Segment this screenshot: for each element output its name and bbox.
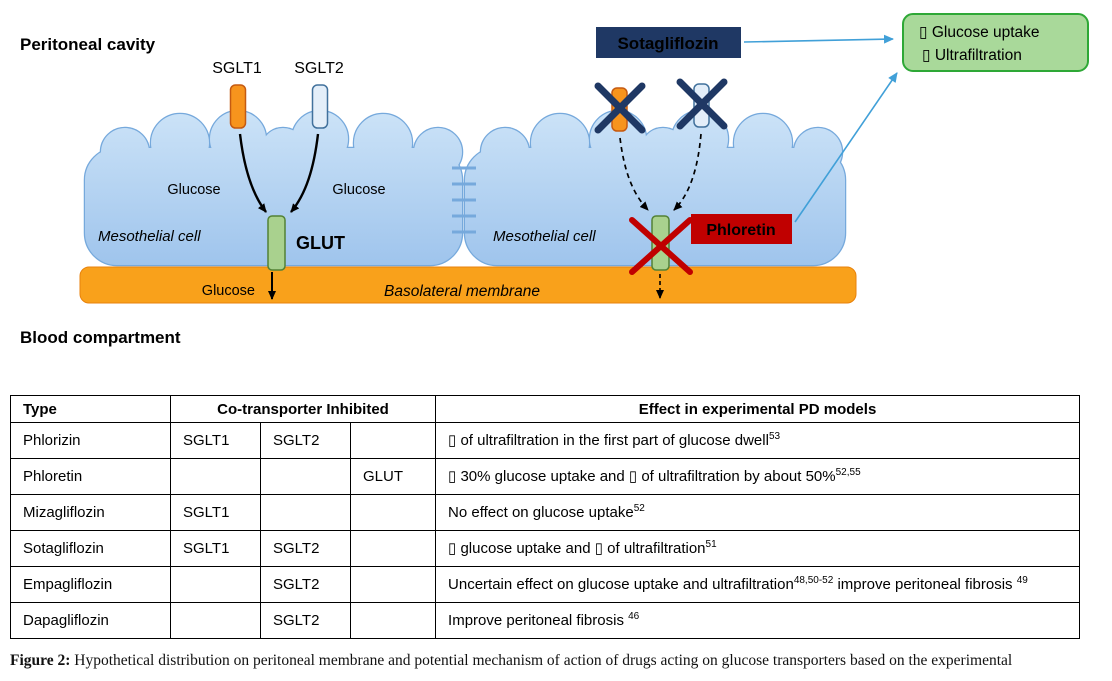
sglt2-transporter-icon [311,84,329,129]
glucose-label-right: Glucose [332,182,385,198]
sglt1-cell [170,566,261,603]
effect-cell: ▯ glucose uptake and ▯ of ultrafiltratio… [435,530,1080,567]
table-row: Empagliflozin SGLT2 Uncertain effect on gl… [10,566,1080,603]
glucose-flow-arrow-left [238,133,267,213]
outcome-line-ultrafiltration: ▯ Ultrafiltration [922,47,1022,64]
sglt2-label: SGLT2 [294,60,344,77]
sglt1-cell: SGLT1 [170,494,261,531]
glut-cell: GLUT [349,458,437,495]
caption-prefix: Figure 2: [10,652,71,669]
glucose-flow-arrow-right [290,133,320,213]
blocked-flow-arrow-left [619,137,649,211]
outcome-line-glucose-uptake: ▯ Glucose uptake [919,24,1040,41]
glut-cell [349,422,437,459]
effect-cell: ▯ 30% glucose uptake and ▯ of ultrafiltr… [435,458,1080,495]
glut-cell [349,530,437,567]
glucose-label-left: Glucose [167,182,220,198]
arrow-sotagliflozin-to-outcome [743,34,894,44]
mesothelial-cell-left-label: Mesothelial cell [98,228,201,245]
table-row: Dapagliflozin SGLT2 Improve peritoneal fib… [10,602,1080,639]
sglt2-cell [260,458,351,495]
red-x-glut-icon [629,217,693,275]
mesothelial-cell-right-label: Mesothelial cell [493,228,596,245]
sglt2-cell: SGLT2 [260,530,351,567]
sglt1-label: SGLT1 [212,60,262,77]
sglt2-cell [260,494,351,531]
blocked-flow-arrow-right [673,133,702,211]
type-cell: Sotagliflozin [10,530,171,567]
glut-cell [349,602,437,639]
glut-cell [349,494,437,531]
drug-table-section: Type Co-transporter Inhibited Effect in … [10,395,1112,639]
sglt1-cell: SGLT1 [170,422,261,459]
effect-cell: Improve peritoneal fibrosis 46 [435,602,1080,639]
type-cell: Dapagliflozin [10,602,171,639]
glucose-label-bottom: Glucose [202,283,255,299]
figure-caption: Figure 2: Hypothetical distribution on p… [10,652,1102,670]
header-cotransporter: Co-transporter Inhibited [169,395,437,423]
phloretin-label: Phloretin [706,222,775,239]
tight-junction-icon [452,166,476,234]
blood-compartment-title: Blood compartment [20,328,181,347]
glut-cell [349,566,437,603]
effect-cell: No effect on glucose uptake52 [435,494,1080,531]
peritoneal-cavity-title: Peritoneal cavity [20,35,156,54]
effect-cell: Uncertain effect on glucose uptake and u… [435,566,1080,603]
table-header-row: Type Co-transporter Inhibited Effect in … [10,395,1080,423]
table-row: Phloretin GLUT▯ 30% glucose uptake and ▯ … [10,458,1080,495]
glut-transporter-left-icon [267,215,286,271]
header-type: Type [10,395,171,423]
sotagliflozin-label: Sotagliflozin [617,34,718,53]
type-cell: Mizagliflozin [10,494,171,531]
glut-label: GLUT [296,233,345,253]
sglt1-cell: SGLT1 [170,530,261,567]
header-effect: Effect in experimental PD models [435,395,1080,423]
sglt2-cell: SGLT2 [260,566,351,603]
type-cell: Phloretin [10,458,171,495]
sotagliflozin-box [596,27,741,58]
basolateral-membrane-label: Basolateral membrane [384,283,540,300]
sglt2-cell: SGLT2 [260,422,351,459]
effect-cell: ▯ of ultrafiltration in the first part o… [435,422,1080,459]
peritoneal-diagram: Basolateral membrane SGLT1 SGLT2 Glucose… [20,13,1089,347]
sglt2-cell: SGLT2 [260,602,351,639]
type-cell: Phlorizin [10,422,171,459]
drug-effects-table: Type Co-transporter Inhibited Effect in … [10,395,1080,639]
x-mark-sglt2-icon [676,78,728,130]
caption-text: Hypothetical distribution on peritoneal … [70,652,1013,669]
sglt1-cell [170,458,261,495]
sglt1-cell [170,602,261,639]
outcome-box [902,13,1089,72]
sglt1-transporter-icon [229,84,247,129]
x-mark-sglt1-icon [594,82,646,134]
type-cell: Empagliflozin [10,566,171,603]
arrow-phloretin-to-outcome [794,72,898,223]
phloretin-box [691,214,792,244]
